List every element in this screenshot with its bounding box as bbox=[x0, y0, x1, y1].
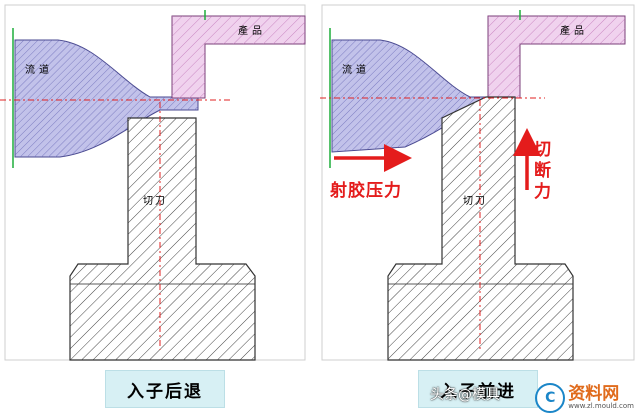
watermark-url: www.zl.mould.com bbox=[568, 402, 634, 410]
left-runner-label: 流道 bbox=[25, 63, 53, 76]
right-cutter-label: 切刀 bbox=[463, 195, 487, 207]
right-panel: 流道 產品 切刀 射胶压力 切断力 bbox=[320, 4, 635, 361]
shear-force-label: 切断力 bbox=[530, 140, 551, 203]
left-product-label: 產品 bbox=[238, 24, 266, 37]
right-runner-label: 流道 bbox=[342, 63, 370, 76]
watermark-logo-icon: C bbox=[535, 383, 566, 413]
watermark-brand: 资料网 bbox=[568, 384, 620, 404]
left-cutter-label: 切刀 bbox=[143, 195, 167, 207]
watermark-byline: 头条@模具 bbox=[430, 387, 500, 403]
left-caption: 入子后退 bbox=[105, 370, 225, 408]
injection-pressure-label: 射胶压力 bbox=[329, 180, 402, 201]
left-panel: 流道 產品 切刀 bbox=[0, 4, 306, 361]
right-product-label: 產品 bbox=[560, 24, 588, 37]
watermark: C 资料网 www.zl.mould.com bbox=[535, 383, 634, 413]
